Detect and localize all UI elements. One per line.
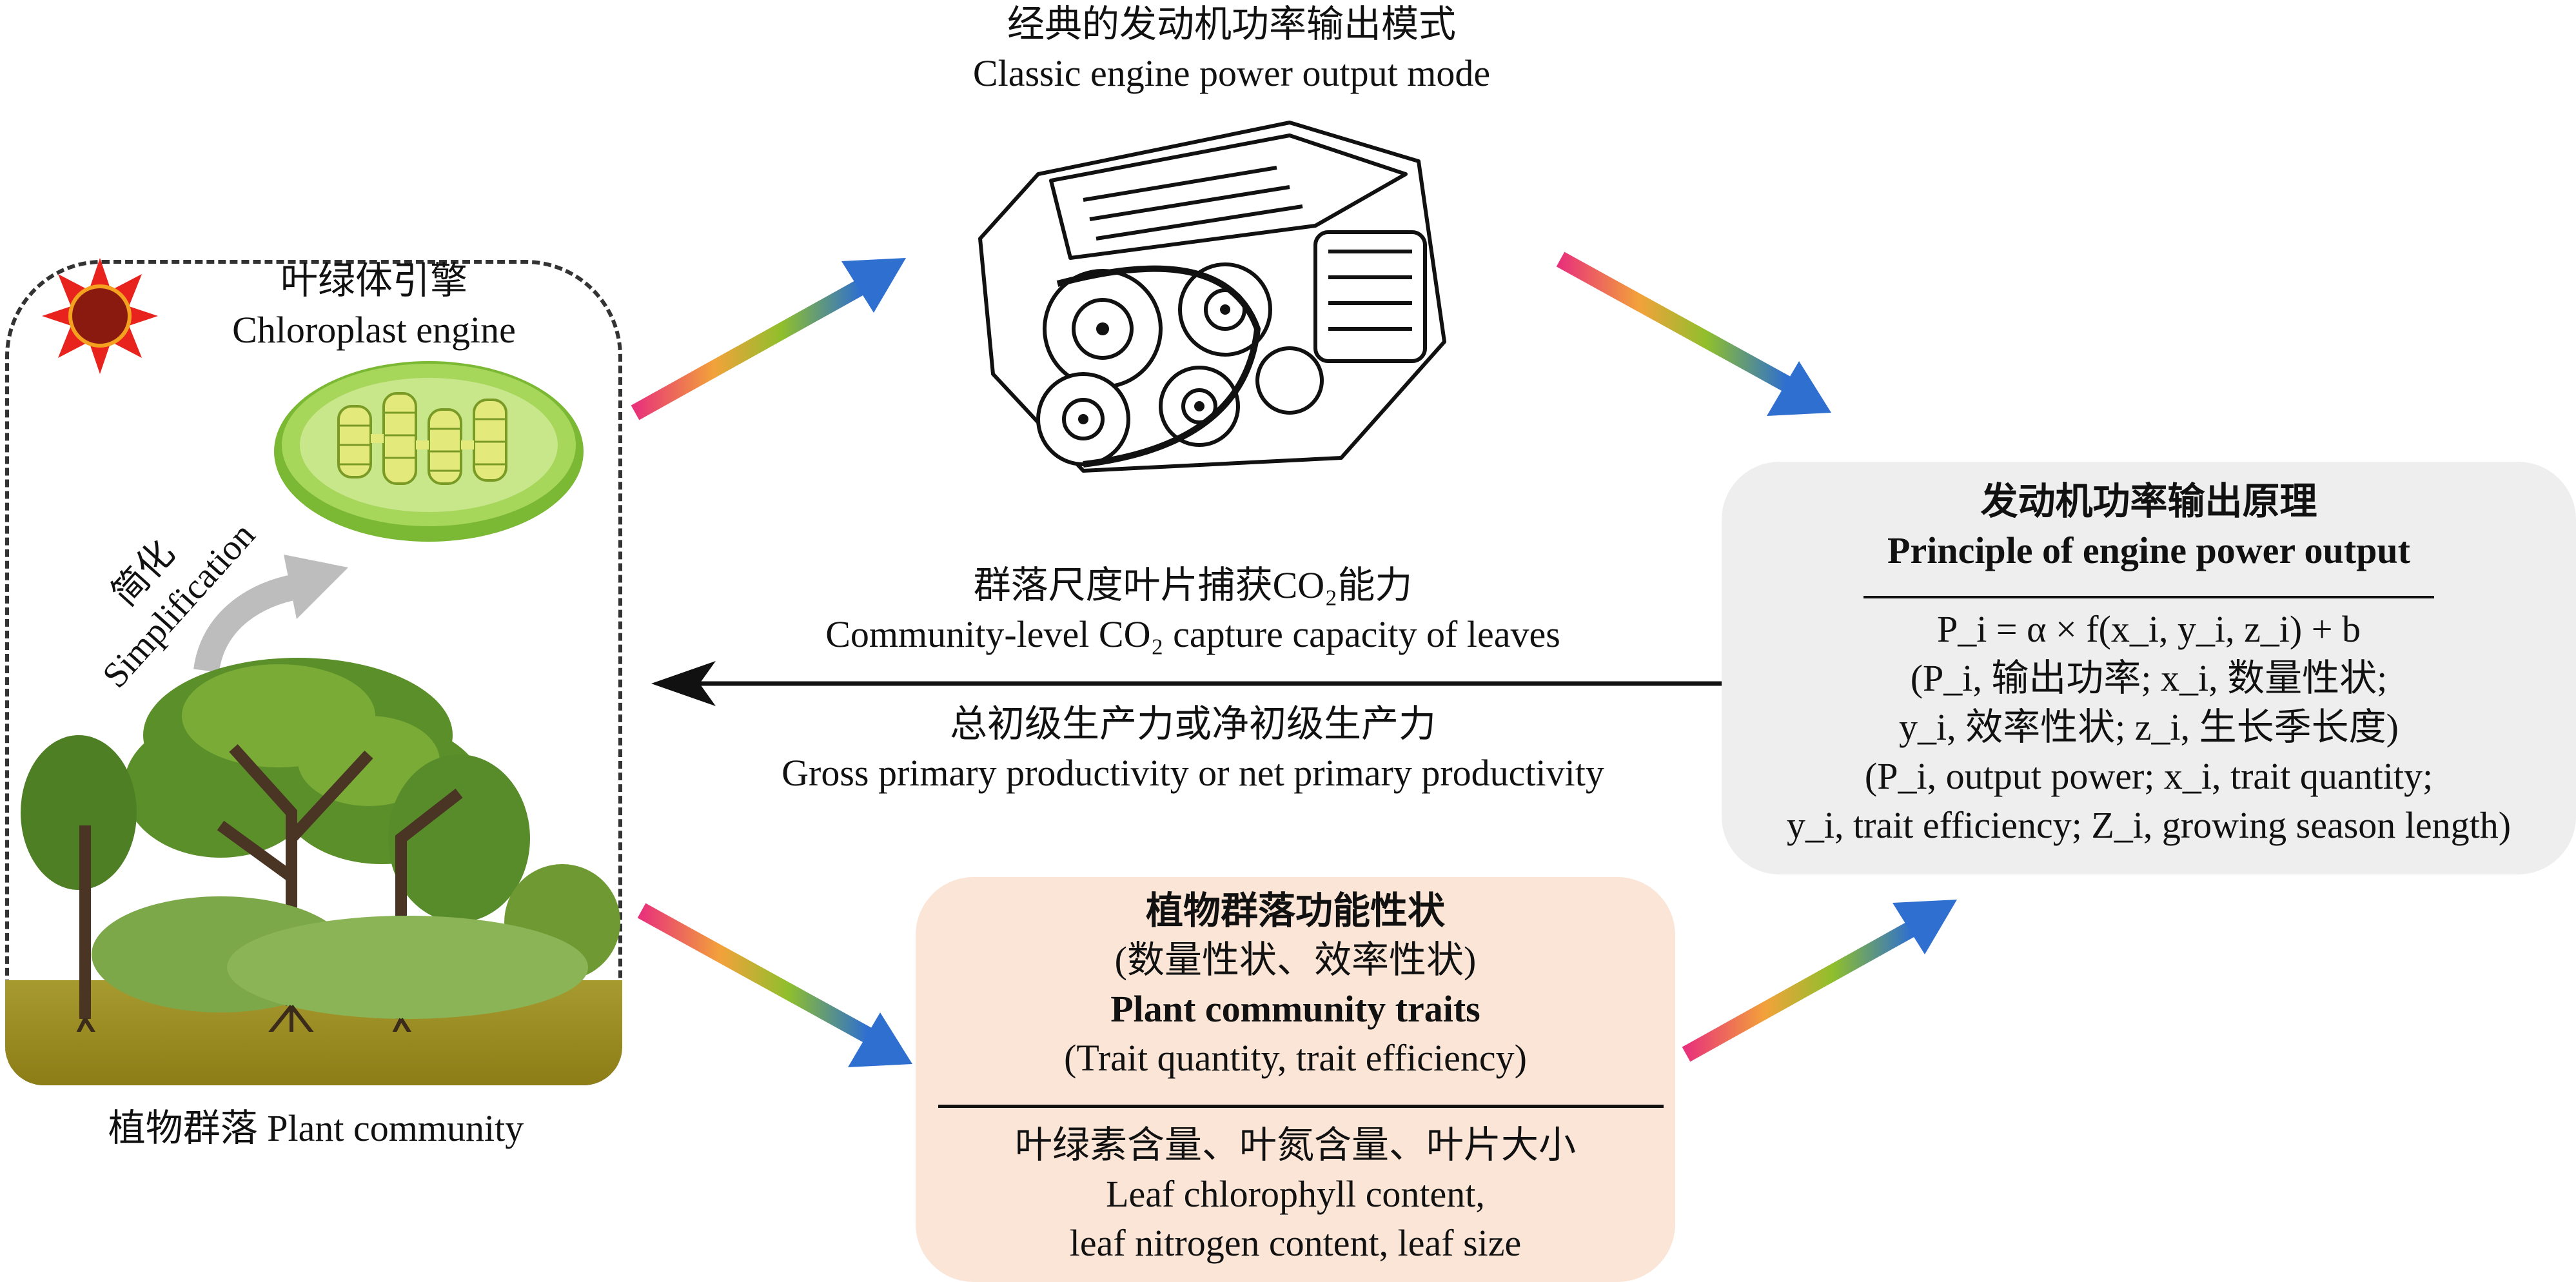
chloroplast-engine-title-cn: 叶绿体引擎 <box>280 260 467 302</box>
tree-icon <box>21 658 620 1032</box>
community-capture-top-en: Community-level CO₂ capture capacity of … <box>825 613 1560 655</box>
principle-legend-cn-1: (P_i, 输出功率; x_i, 数量性状; <box>1910 657 2388 699</box>
principle-title: 发动机功率输出原理 Principle of engine power outp… <box>1722 477 2576 575</box>
gradient-arrow-traits-to-principle <box>1682 900 1957 1062</box>
traits-divider <box>938 1105 1664 1108</box>
gradient-arrow-engine-to-principle <box>1556 251 1831 416</box>
community-capture-top-cn: 群落尺度叶片捕获CO₂能力 <box>973 564 1413 606</box>
plant-community-caption: 植物群落 Plant community <box>108 1107 524 1149</box>
traits-subtitle-cn: (数量性状、效率性状) <box>1114 939 1477 981</box>
traits-items-en-1: Leaf chlorophyll content, <box>1106 1173 1485 1215</box>
principle-legend-en-1: (P_i, output power; x_i, trait quantity; <box>1864 755 2433 797</box>
principle-divider <box>1863 596 2434 598</box>
principle-legend-cn-2: y_i, 效率性状; z_i, 生长季长度) <box>1899 706 2399 748</box>
chloroplast-engine-title-en: Chloroplast engine <box>232 309 516 351</box>
chloroplast-engine-title: 叶绿体引擎 Chloroplast engine <box>168 257 580 355</box>
traits-title-en: Plant community traits <box>1110 988 1480 1030</box>
community-capture-bottom-en: Gross primary productivity or net primar… <box>782 752 1604 794</box>
principle-box <box>1722 462 2576 874</box>
gradient-arrow-plant-to-engine <box>631 258 906 420</box>
traits-items-en-2: leaf nitrogen content, leaf size <box>1069 1222 1522 1264</box>
principle-legend-en-2: y_i, trait efficiency; Z_i, growing seas… <box>1786 804 2512 846</box>
black-arrow-left <box>651 661 1728 706</box>
classic-engine-title-en: Classic engine power output mode <box>972 52 1491 94</box>
classic-engine-title-cn: 经典的发动机功率输出模式 <box>1007 3 1456 45</box>
traits-items: 叶绿素含量、叶氮含量、叶片大小 Leaf chlorophyll content… <box>916 1121 1675 1268</box>
principle-body: P_i = α × f(x_i, y_i, z_i) + b (P_i, 输出功… <box>1722 605 2576 850</box>
engine-icon <box>978 121 1446 473</box>
traits-title-cn: 植物群落功能性状 <box>1145 890 1445 932</box>
chloroplast-icon <box>274 361 584 542</box>
curved-arrow-icon <box>193 555 348 673</box>
traits-header: 植物群落功能性状 (数量性状、效率性状) Plant community tra… <box>916 887 1675 1083</box>
sun-icon <box>42 258 158 374</box>
community-capture-bottom-cn: 总初级生产力或净初级生产力 <box>949 703 1436 745</box>
community-capture-top: 群落尺度叶片捕获CO₂能力 Community-level CO₂ captur… <box>677 561 1709 659</box>
principle-formula: P_i = α × f(x_i, y_i, z_i) + b <box>1937 608 2361 650</box>
traits-box <box>916 877 1675 1282</box>
traits-items-cn: 叶绿素含量、叶氮含量、叶片大小 <box>1014 1124 1576 1166</box>
classic-engine-title: 经典的发动机功率输出模式 Classic engine power output… <box>877 0 1586 98</box>
community-capture-bottom: 总初级生产力或净初级生产力 Gross primary productivity… <box>677 700 1709 798</box>
principle-title-en: Principle of engine power output <box>1887 529 2410 571</box>
principle-title-cn: 发动机功率输出原理 <box>1980 480 2317 522</box>
gradient-arrow-plant-to-traits <box>637 903 912 1067</box>
traits-subtitle-en: (Trait quantity, trait efficiency) <box>1064 1037 1527 1079</box>
